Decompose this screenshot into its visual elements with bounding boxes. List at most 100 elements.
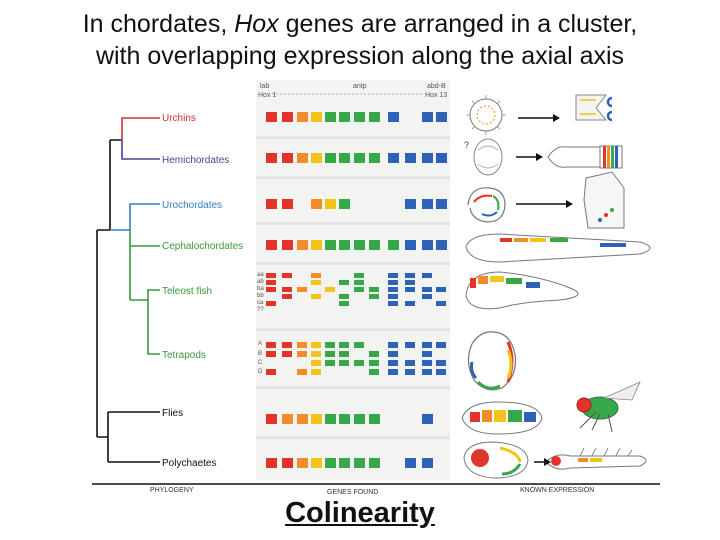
gene-box xyxy=(405,240,416,250)
gene-box-tetrapod xyxy=(422,369,432,375)
paralog-A: A xyxy=(258,341,262,347)
gene-box xyxy=(325,458,336,468)
gene-box-teleost xyxy=(436,301,446,306)
gene-box xyxy=(354,153,365,163)
gene-box-tetrapod xyxy=(422,351,432,357)
gene-box-teleost xyxy=(388,301,398,306)
label-genes-found: GENES FOUND xyxy=(327,489,378,496)
gene-box xyxy=(266,199,277,209)
gene-box xyxy=(339,199,350,209)
taxon-urochordates: Urochordates xyxy=(162,200,222,211)
gene-box xyxy=(422,199,433,209)
gene-box-tetrapod xyxy=(311,360,321,366)
gene-box-tetrapod xyxy=(422,360,432,366)
gene-box-tetrapod xyxy=(436,360,446,366)
gene-box xyxy=(325,240,336,250)
gene-box xyxy=(436,153,447,163)
gene-box-teleost xyxy=(311,280,321,285)
cluster-header: lab Hox 1 antp abd-B Hox 13 xyxy=(258,83,447,99)
gene-box xyxy=(369,414,380,424)
gene-box xyxy=(325,199,336,209)
taxon-hemichordates: Hemichordates xyxy=(162,155,229,166)
gene-box xyxy=(339,153,350,163)
paralog-C: C xyxy=(258,360,263,366)
paralog-ba: ba xyxy=(257,286,264,292)
taxon-flies: Flies xyxy=(162,408,183,419)
gene-box xyxy=(354,414,365,424)
paralog-ab: ab xyxy=(257,279,264,285)
gene-box-teleost xyxy=(339,280,349,285)
gene-box-teleost xyxy=(266,287,276,292)
taxon-urchins: Urchins xyxy=(162,113,196,124)
gene-box-tetrapod xyxy=(354,360,364,366)
header-abdb: abd-B xyxy=(427,83,446,90)
gene-box xyxy=(297,153,308,163)
gene-box xyxy=(325,153,336,163)
gene-box-tetrapod xyxy=(405,369,415,375)
gene-box xyxy=(282,153,293,163)
header-hox13: Hox 13 xyxy=(425,92,447,99)
fish-embryo-drawing xyxy=(465,271,579,310)
gene-box-tetrapod xyxy=(311,369,321,375)
cephalochordate-drawing xyxy=(465,233,651,263)
header-antp: antp xyxy=(353,83,367,90)
gene-box-tetrapod xyxy=(388,342,398,348)
hemichordate-adult-drawing xyxy=(547,145,623,169)
gene-box xyxy=(422,414,433,424)
gene-box-tetrapod xyxy=(266,351,276,357)
gene-box-tetrapod xyxy=(311,342,321,348)
gene-box-teleost xyxy=(354,287,364,292)
gene-box xyxy=(405,458,416,468)
gene-box xyxy=(311,112,322,122)
gene-box-tetrapod xyxy=(282,351,292,357)
gene-box-teleost xyxy=(405,287,415,292)
gene-box-teleost xyxy=(369,287,379,292)
gene-box-teleost xyxy=(422,273,432,278)
gene-box-teleost xyxy=(297,287,307,292)
taxon-polychaetes: Polychaetes xyxy=(162,458,216,469)
gene-box-teleost xyxy=(325,287,335,292)
gene-box xyxy=(339,112,350,122)
gene-box xyxy=(388,240,399,250)
gene-box-teleost xyxy=(369,294,379,299)
gene-box-tetrapod xyxy=(339,360,349,366)
gene-box-teleost xyxy=(266,280,276,285)
gene-box-teleost xyxy=(266,301,276,306)
gene-box-teleost xyxy=(388,280,398,285)
gene-box-tetrapod xyxy=(311,351,321,357)
unknown-expression-mark: ? xyxy=(464,140,469,150)
gene-box xyxy=(339,458,350,468)
paralog-labels: aa ab ba bb ca ?? A B C D xyxy=(257,272,264,375)
gene-box-tetrapod xyxy=(297,351,307,357)
gene-box-tetrapod xyxy=(339,342,349,348)
gene-boxes xyxy=(266,112,447,468)
bottom-axis-labels: PHYLOGENY GENES FOUND KNOWN EXPRESSION xyxy=(150,487,594,496)
header-hox1: Hox 1 xyxy=(258,92,276,99)
taxon-cephalochordates: Cephalochordates xyxy=(162,241,243,252)
gene-box-tetrapod xyxy=(282,342,292,348)
header-lab: lab xyxy=(260,83,269,90)
paralog-aa: aa xyxy=(257,272,264,278)
gene-box-tetrapod xyxy=(266,342,276,348)
gene-box xyxy=(388,153,399,163)
gene-box-teleost xyxy=(388,273,398,278)
urchin-larva-drawing xyxy=(466,95,506,135)
gene-box xyxy=(266,153,277,163)
gene-box xyxy=(282,458,293,468)
gene-box xyxy=(282,240,293,250)
gene-box xyxy=(311,458,322,468)
label-known-expression: KNOWN EXPRESSION xyxy=(520,487,594,494)
colinearity-caption: Colinearity xyxy=(285,497,435,529)
title-line-2: with overlapping expression along the ax… xyxy=(95,42,625,70)
gene-box xyxy=(369,112,380,122)
gene-box xyxy=(266,112,277,122)
gene-box-tetrapod xyxy=(369,369,379,375)
gene-box xyxy=(297,240,308,250)
gene-box-tetrapod xyxy=(297,369,307,375)
gene-box xyxy=(297,458,308,468)
label-phylogeny: PHYLOGENY xyxy=(150,487,194,494)
gene-box xyxy=(436,112,447,122)
gene-box-teleost xyxy=(388,294,398,299)
gene-box xyxy=(311,414,322,424)
gene-box xyxy=(297,414,308,424)
